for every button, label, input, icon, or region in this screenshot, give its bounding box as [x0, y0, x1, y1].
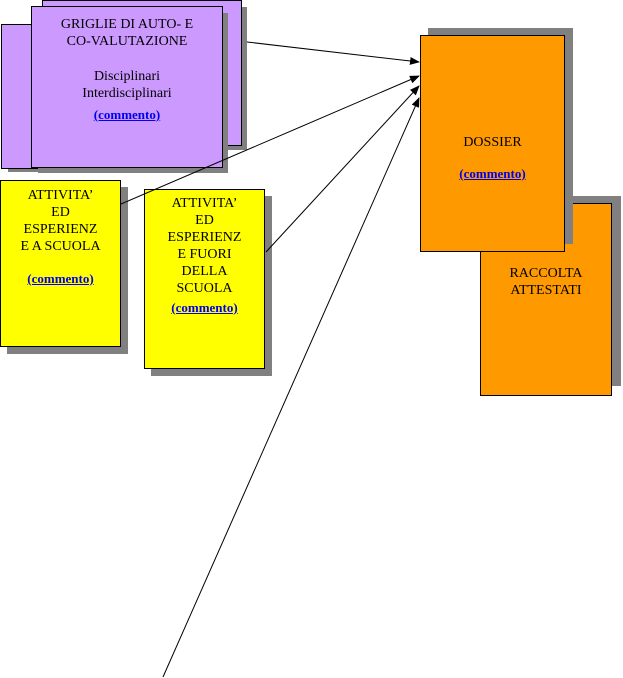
- attivita-fuori-line6: SCUOLA: [176, 281, 233, 296]
- attivita-scuola-line2: ED: [51, 205, 70, 220]
- attivita-scuola-line4: E A SCUOLA: [20, 239, 101, 254]
- attivita-fuori-line4: E FUORI: [177, 247, 232, 262]
- attivita-fuori-box: [144, 189, 265, 369]
- griglie-title-line2: CO-VALUTAZIONE: [66, 34, 188, 49]
- griglie-line4: Interdisciplinari: [82, 86, 172, 101]
- attivita-fuori-line5: DELLA: [181, 264, 228, 279]
- attivita-fuori-commento-link[interactable]: (commento): [171, 300, 238, 315]
- arrow-scuola-to-dossier: [120, 75, 420, 205]
- dossier-box: [420, 35, 565, 252]
- attivita-fuori-text: ATTIVITA’ ED ESPERIENZ E FUORI DELLA SCU…: [146, 195, 263, 316]
- raccolta-text: RACCOLTA ATTESTATI: [482, 265, 610, 299]
- griglie-commento-link[interactable]: (commento): [93, 107, 161, 122]
- arrow-griglie-to-dossier: [246, 41, 420, 65]
- dossier-commento-link[interactable]: (commento): [459, 166, 526, 181]
- dossier-title: DOSSIER: [463, 135, 522, 150]
- attivita-scuola-line3: ESPERIENZ: [23, 222, 98, 237]
- dossier-text: DOSSIER (commento): [422, 134, 563, 182]
- attivita-fuori-line2: ED: [195, 213, 214, 228]
- griglie-front-card: [31, 6, 223, 168]
- arrow-bottom-to-dossier: [162, 97, 420, 678]
- arrow-fuori-to-dossier: [265, 85, 420, 253]
- attivita-scuola-text: ATTIVITA’ ED ESPERIENZ E A SCUOLA (comme…: [2, 187, 119, 287]
- griglie-title-line1: GRIGLIE DI AUTO- E: [60, 17, 194, 32]
- attivita-scuola-line1: ATTIVITA’: [27, 188, 94, 203]
- raccolta-line2: ATTESTATI: [510, 283, 582, 298]
- griglie-line3: Disciplinari: [93, 69, 161, 84]
- raccolta-line1: RACCOLTA: [509, 266, 583, 281]
- attivita-fuori-line3: ESPERIENZ: [167, 230, 242, 245]
- attivita-scuola-commento-link[interactable]: (commento): [27, 271, 94, 286]
- griglie-text: GRIGLIE DI AUTO- E CO-VALUTAZIONE Discip…: [33, 16, 221, 123]
- attivita-fuori-line1: ATTIVITA’: [171, 196, 238, 211]
- attivita-scuola-box: [0, 180, 121, 347]
